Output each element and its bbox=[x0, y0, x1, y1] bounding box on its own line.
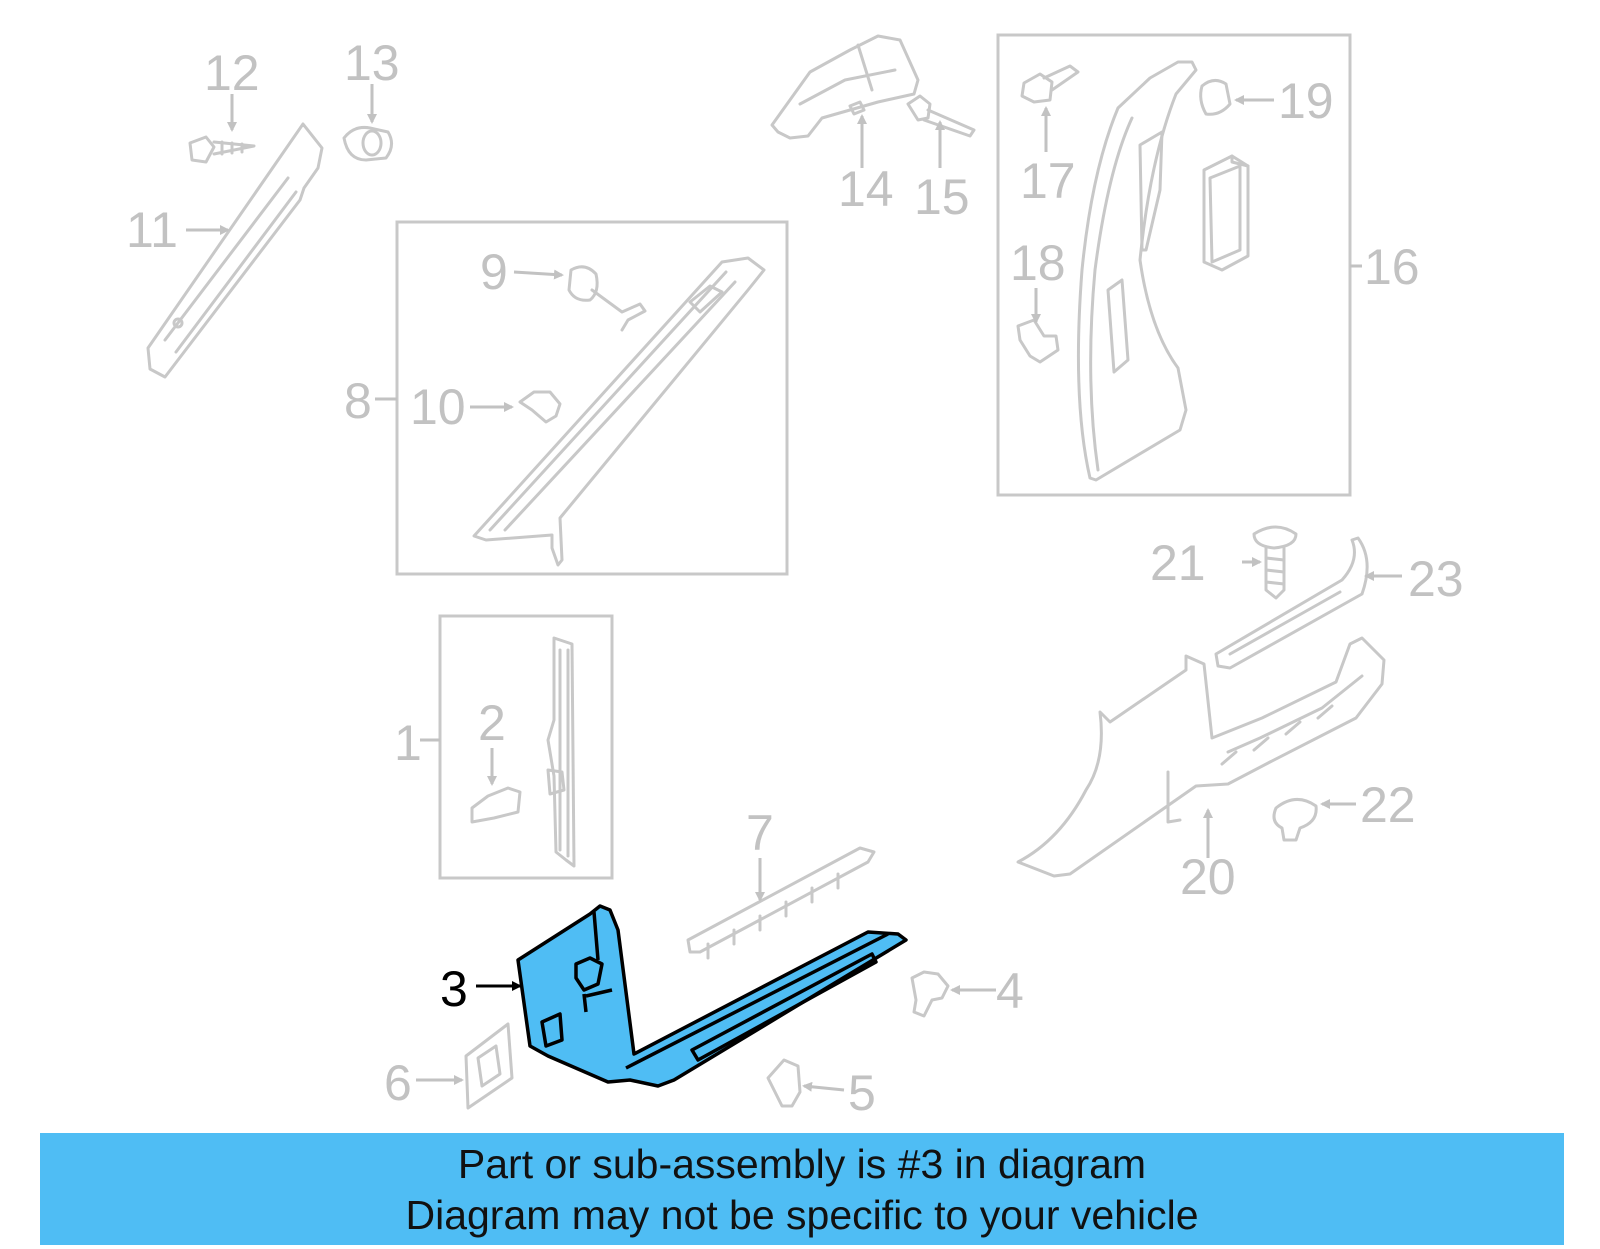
part-7 bbox=[686, 846, 876, 960]
part-2 bbox=[470, 786, 522, 824]
part-4 bbox=[910, 970, 950, 1018]
part-14 bbox=[770, 34, 920, 140]
callout-2: 2 bbox=[478, 695, 506, 751]
callout-14: 14 bbox=[838, 161, 894, 217]
part-8 bbox=[472, 256, 766, 567]
part-19 bbox=[1199, 79, 1232, 116]
callout-8: 8 bbox=[344, 373, 372, 429]
callout-3: 3 bbox=[440, 961, 468, 1017]
callout-20: 20 bbox=[1180, 849, 1236, 905]
callout-4: 4 bbox=[996, 963, 1024, 1019]
callout-16: 16 bbox=[1364, 239, 1420, 295]
part-11 bbox=[146, 122, 324, 379]
callout-18: 18 bbox=[1010, 235, 1066, 291]
callout-23: 23 bbox=[1408, 551, 1464, 607]
part-22 bbox=[1272, 798, 1318, 842]
callout-6: 6 bbox=[384, 1055, 412, 1111]
info-banner: Part or sub-assembly is #3 in diagram Di… bbox=[40, 1133, 1564, 1245]
part-15 bbox=[906, 94, 976, 138]
part-9 bbox=[567, 265, 647, 332]
callout-21: 21 bbox=[1150, 535, 1206, 591]
callout-12: 12 bbox=[204, 45, 260, 101]
part-21 bbox=[1252, 525, 1298, 600]
callout-1: 1 bbox=[394, 715, 422, 771]
part-3 bbox=[516, 904, 908, 1088]
part-5 bbox=[766, 1058, 802, 1108]
callout-17: 17 bbox=[1020, 153, 1076, 209]
part-17 bbox=[1020, 64, 1080, 104]
part-18 bbox=[1016, 318, 1060, 364]
callout-13: 13 bbox=[344, 35, 400, 91]
group-box-1 bbox=[438, 614, 614, 880]
part-20 bbox=[1016, 636, 1386, 878]
part-6 bbox=[464, 1022, 514, 1110]
banner-line-2: Diagram may not be specific to your vehi… bbox=[405, 1192, 1199, 1238]
part-16-vent bbox=[1202, 154, 1250, 272]
part-1 bbox=[546, 636, 576, 868]
banner-line-1: Part or sub-assembly is #3 in diagram bbox=[457, 1141, 1147, 1187]
callout-9: 9 bbox=[480, 244, 508, 300]
part-12 bbox=[188, 135, 256, 164]
callout-7: 7 bbox=[746, 805, 774, 861]
callout-11: 11 bbox=[126, 202, 178, 258]
callout-22: 22 bbox=[1360, 777, 1416, 833]
part-16 bbox=[1076, 60, 1198, 482]
part-10 bbox=[518, 390, 562, 424]
callout-15: 15 bbox=[914, 169, 970, 225]
callout-10: 10 bbox=[410, 379, 466, 435]
callout-5: 5 bbox=[848, 1065, 876, 1121]
part-23 bbox=[1214, 536, 1369, 670]
callout-19: 19 bbox=[1278, 73, 1334, 129]
part-13 bbox=[342, 126, 393, 162]
